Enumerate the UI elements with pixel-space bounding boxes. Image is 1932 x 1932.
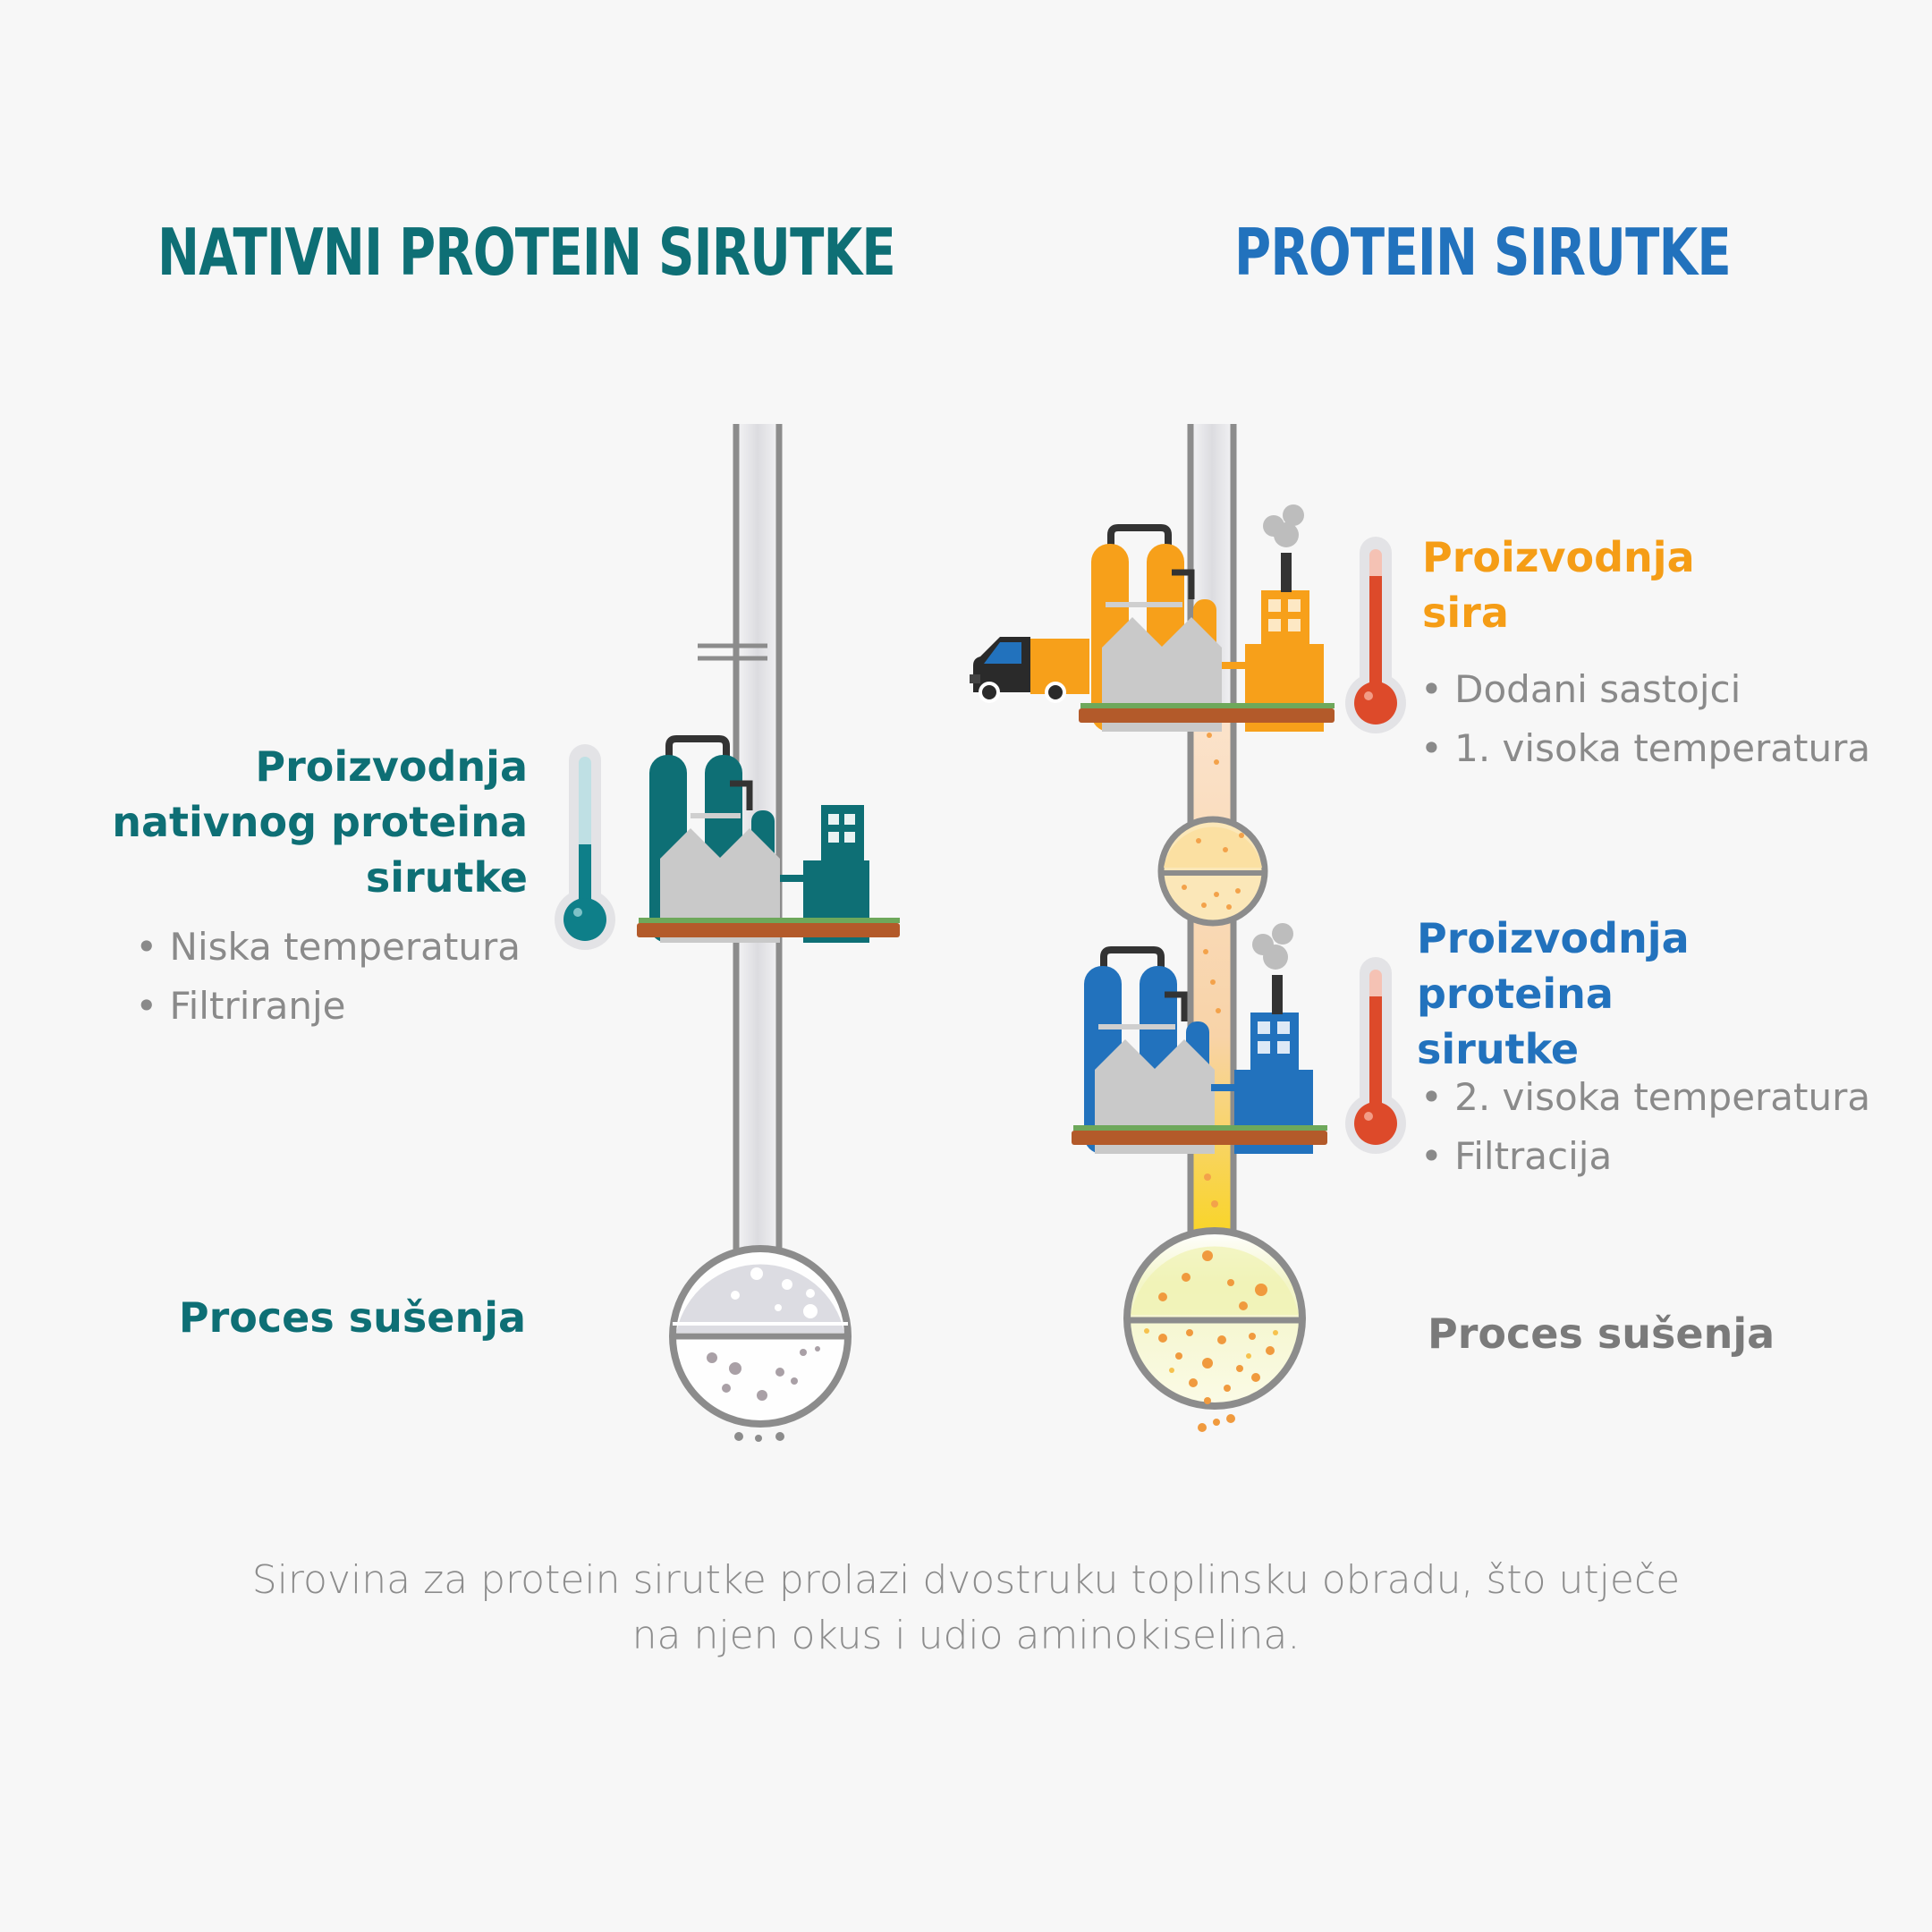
stage-bullets-whey-protein: 2. visoka temperatura Filtracija [1420,1068,1870,1186]
stage-label-native-whey: Proizvodnja nativnog proteina sirutke [112,742,528,902]
truck-icon [970,637,1089,703]
bullet-item: 1. visoka temperatura [1420,719,1870,778]
stage-bullets-native-whey: Niska temperatura Filtriranje [135,918,521,1036]
bullet-item: Dodani sastojci [1420,660,1870,719]
title-whey-protein: PROTEIN SIRUTKE [1234,215,1732,290]
thermometer-icon [1345,537,1406,733]
drying-label-left: Proces sušenja [178,1293,526,1342]
bullet-item: Filtriranje [135,977,521,1036]
bullet-item: Filtracija [1420,1127,1870,1186]
flask-icon [1157,816,1268,927]
factory-icon [637,735,900,943]
bullet-item: 2. visoka temperatura [1420,1068,1870,1127]
factory-icon [1072,923,1327,1154]
stage-bullets-cheese: Dodani sastojci 1. visoka temperatura [1420,660,1870,778]
stage-label-whey-protein: Proizvodnja proteina sirutke [1417,914,1690,1073]
drying-label-right: Proces sušenja [1428,1309,1775,1358]
stage-label-cheese: Proizvodnja sira [1422,533,1695,637]
flask-icon [669,1245,852,1442]
caption: Sirovina za protein sirutke prolazi dvos… [251,1557,1681,1658]
thermometer-icon [555,744,615,950]
bullet-item: Niska temperatura [135,918,521,977]
factory-icon [1079,504,1335,732]
flask-icon [1123,1227,1306,1432]
thermometer-icon [1345,957,1406,1154]
